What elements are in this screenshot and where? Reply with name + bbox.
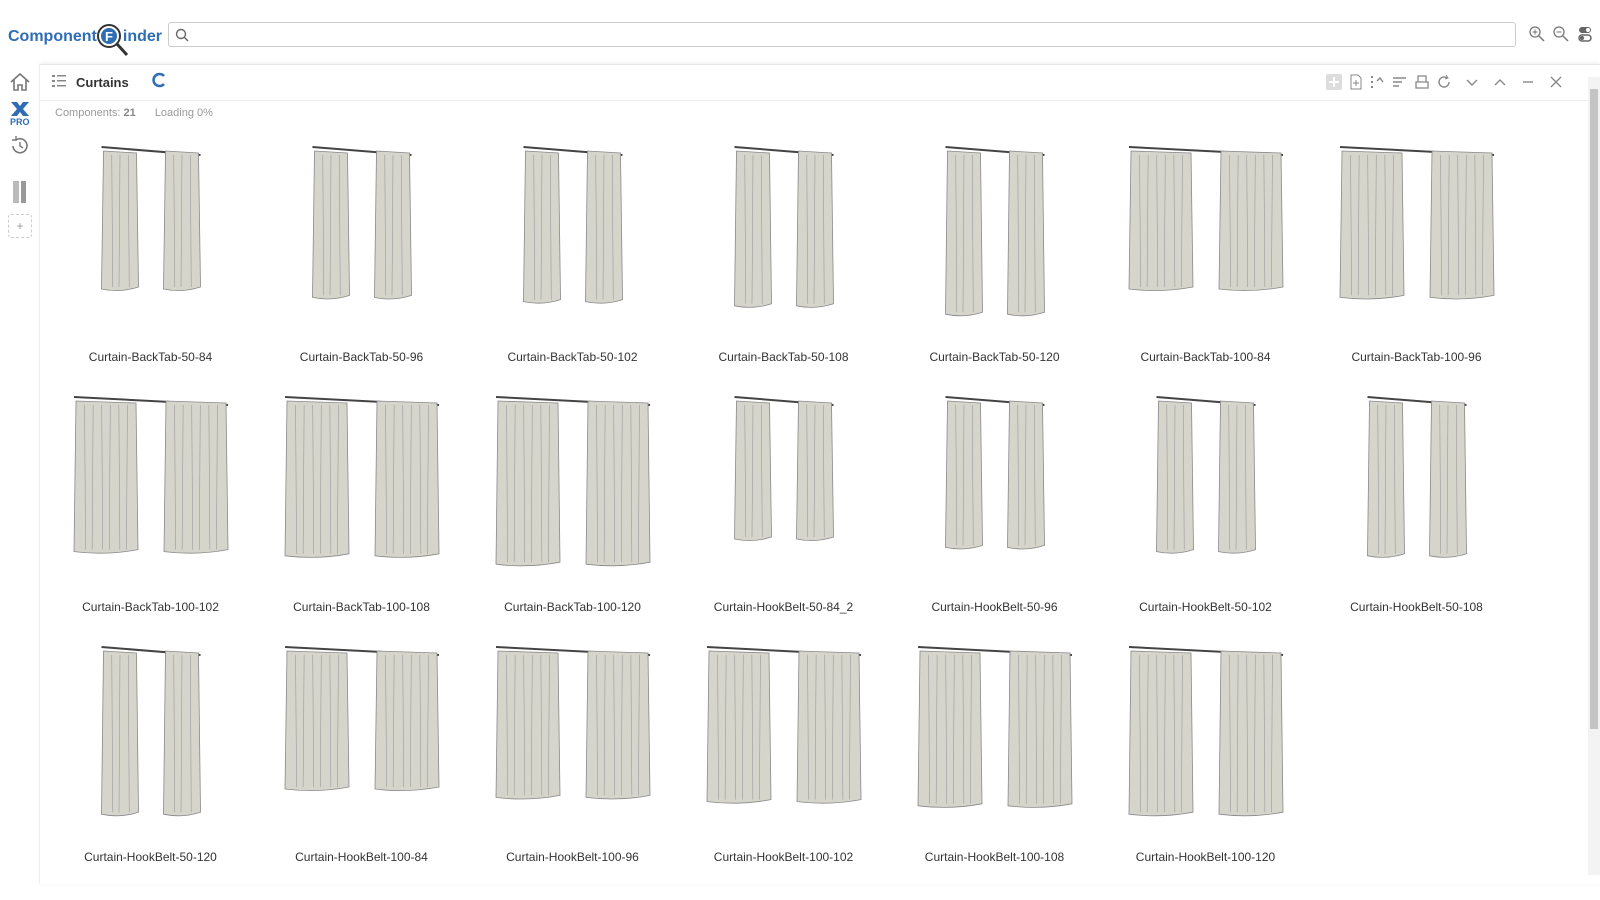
svg-text:PRO: PRO [10, 117, 30, 126]
list-icon[interactable] [52, 74, 66, 92]
curtain-thumbnail [733, 146, 834, 308]
curtain-thumbnail [733, 396, 834, 541]
component-label: Curtain-BackTab-50-102 [507, 350, 638, 364]
close-icon[interactable] [1548, 74, 1564, 90]
component-item[interactable]: Curtain-HookBelt-100-96 [467, 635, 678, 885]
add-collection-icon[interactable]: + [8, 214, 32, 238]
curtain-thumbnail [73, 396, 228, 554]
zoom-out-icon[interactable] [1552, 25, 1570, 43]
scrollbar[interactable] [1588, 77, 1600, 875]
component-item[interactable]: Curtain-BackTab-100-96 [1311, 135, 1522, 385]
component-item[interactable]: Curtain-HookBelt-50-102 [1100, 385, 1311, 635]
curtain-thumbnail [522, 146, 623, 304]
component-item[interactable]: Curtain-BackTab-100-120 [467, 385, 678, 635]
sidebar: PRO + [0, 64, 40, 884]
component-item[interactable]: Curtain-HookBelt-100-84 [256, 635, 467, 885]
component-label: Curtain-HookBelt-50-96 [931, 600, 1058, 614]
add-icon[interactable] [1326, 74, 1342, 90]
loading-spinner-icon [151, 72, 167, 93]
search-bar[interactable] [168, 22, 1516, 47]
zoom-in-icon[interactable] [1528, 25, 1546, 43]
component-item[interactable]: Curtain-HookBelt-50-120 [45, 635, 256, 885]
component-label: Curtain-BackTab-50-120 [929, 350, 1060, 364]
scrollbar-thumb[interactable] [1590, 89, 1598, 729]
component-label: Curtain-HookBelt-100-108 [924, 850, 1065, 864]
curtain-thumbnail [1128, 146, 1283, 291]
component-label: Curtain-HookBelt-50-102 [1139, 600, 1272, 614]
component-item[interactable]: Curtain-BackTab-100-102 [45, 385, 256, 635]
component-panel: Curtains Components: 21 Loading 0% Curta… [40, 64, 1600, 884]
component-item[interactable]: Curtain-HookBelt-100-120 [1100, 635, 1311, 885]
logo: Component F inder [8, 20, 162, 57]
curtain-thumbnail [495, 646, 650, 800]
logo-text: Component [8, 28, 97, 45]
component-item[interactable]: Curtain-HookBelt-100-102 [678, 635, 889, 885]
curtain-thumbnail [1366, 396, 1467, 558]
curtain-thumbnail [944, 396, 1045, 550]
component-label: Curtain-HookBelt-50-108 [1350, 600, 1483, 614]
component-label: Curtain-HookBelt-100-102 [713, 850, 854, 864]
toggle-icon[interactable] [1576, 25, 1594, 43]
components-count: 21 [123, 107, 136, 119]
components-label: Components: [55, 107, 121, 119]
curtain-thumbnail [284, 396, 439, 558]
curtain-thumbnail [706, 646, 861, 804]
home-icon[interactable] [8, 70, 32, 94]
pro-icon[interactable]: PRO [8, 100, 32, 127]
component-item[interactable]: Curtain-HookBelt-100-108 [889, 635, 1100, 885]
component-label: Curtain-BackTab-100-84 [1140, 350, 1271, 364]
curtain-collection-icon[interactable] [8, 179, 32, 203]
component-item[interactable]: Curtain-BackTab-100-108 [256, 385, 467, 635]
undo-icon[interactable] [1370, 74, 1386, 90]
component-label: Curtain-HookBelt-100-84 [295, 850, 428, 864]
component-label: Curtain-HookBelt-50-120 [84, 850, 217, 864]
status-bar: Components: 21 Loading 0% [55, 107, 213, 119]
component-item[interactable]: Curtain-BackTab-100-84 [1100, 135, 1311, 385]
component-item[interactable]: Curtain-BackTab-50-84 [45, 135, 256, 385]
component-label: Curtain-BackTab-50-108 [718, 350, 849, 364]
component-label: Curtain-BackTab-100-120 [504, 600, 641, 614]
component-item[interactable]: Curtain-HookBelt-50-96 [889, 385, 1100, 635]
curtain-thumbnail [311, 146, 412, 300]
logo-magnifier-icon: F [95, 22, 128, 57]
history-icon[interactable] [8, 134, 32, 158]
curtain-thumbnail [944, 146, 1045, 317]
svg-text:F: F [105, 29, 113, 44]
refresh-icon[interactable] [1436, 74, 1452, 90]
component-label: Curtain-BackTab-50-96 [299, 350, 424, 364]
component-label: Curtain-HookBelt-100-120 [1135, 850, 1276, 864]
curtain-thumbnail [100, 646, 201, 817]
curtain-thumbnail [1128, 646, 1283, 817]
loading-status: Loading 0% [154, 107, 213, 119]
chevron-up-icon[interactable] [1492, 74, 1508, 90]
curtain-thumbnail [100, 146, 201, 291]
component-grid: Curtain-BackTab-50-84 Curtain-BackTab-50-… [45, 135, 1522, 885]
component-item[interactable]: Curtain-HookBelt-50-108 [1311, 385, 1522, 635]
new-file-icon[interactable] [1348, 74, 1364, 90]
search-icon [175, 28, 189, 42]
curtain-thumbnail [1339, 146, 1494, 300]
component-item[interactable]: Curtain-BackTab-50-108 [678, 135, 889, 385]
component-label: Curtain-HookBelt-100-96 [506, 850, 639, 864]
sort-icon[interactable] [1392, 74, 1408, 90]
chevron-down-icon[interactable] [1464, 74, 1480, 90]
minimize-icon[interactable] [1520, 74, 1536, 90]
logo-text: inder [122, 28, 162, 45]
search-input[interactable] [169, 23, 1515, 46]
curtain-thumbnail [917, 646, 1072, 808]
component-label: Curtain-BackTab-50-84 [88, 350, 213, 364]
component-label: Curtain-BackTab-100-102 [82, 600, 219, 614]
component-item[interactable]: Curtain-BackTab-50-96 [256, 135, 467, 385]
component-label: Curtain-BackTab-100-96 [1351, 350, 1482, 364]
print-icon[interactable] [1414, 74, 1430, 90]
curtain-thumbnail [1155, 396, 1256, 554]
component-item[interactable]: Curtain-BackTab-50-102 [467, 135, 678, 385]
component-item[interactable]: Curtain-HookBelt-50-84_2 [678, 385, 889, 635]
panel-title: Curtains [76, 75, 129, 90]
curtain-thumbnail [495, 396, 650, 567]
curtain-thumbnail [284, 646, 439, 791]
component-item[interactable]: Curtain-BackTab-50-120 [889, 135, 1100, 385]
component-label: Curtain-BackTab-100-108 [293, 600, 430, 614]
component-label: Curtain-HookBelt-50-84_2 [713, 600, 854, 614]
